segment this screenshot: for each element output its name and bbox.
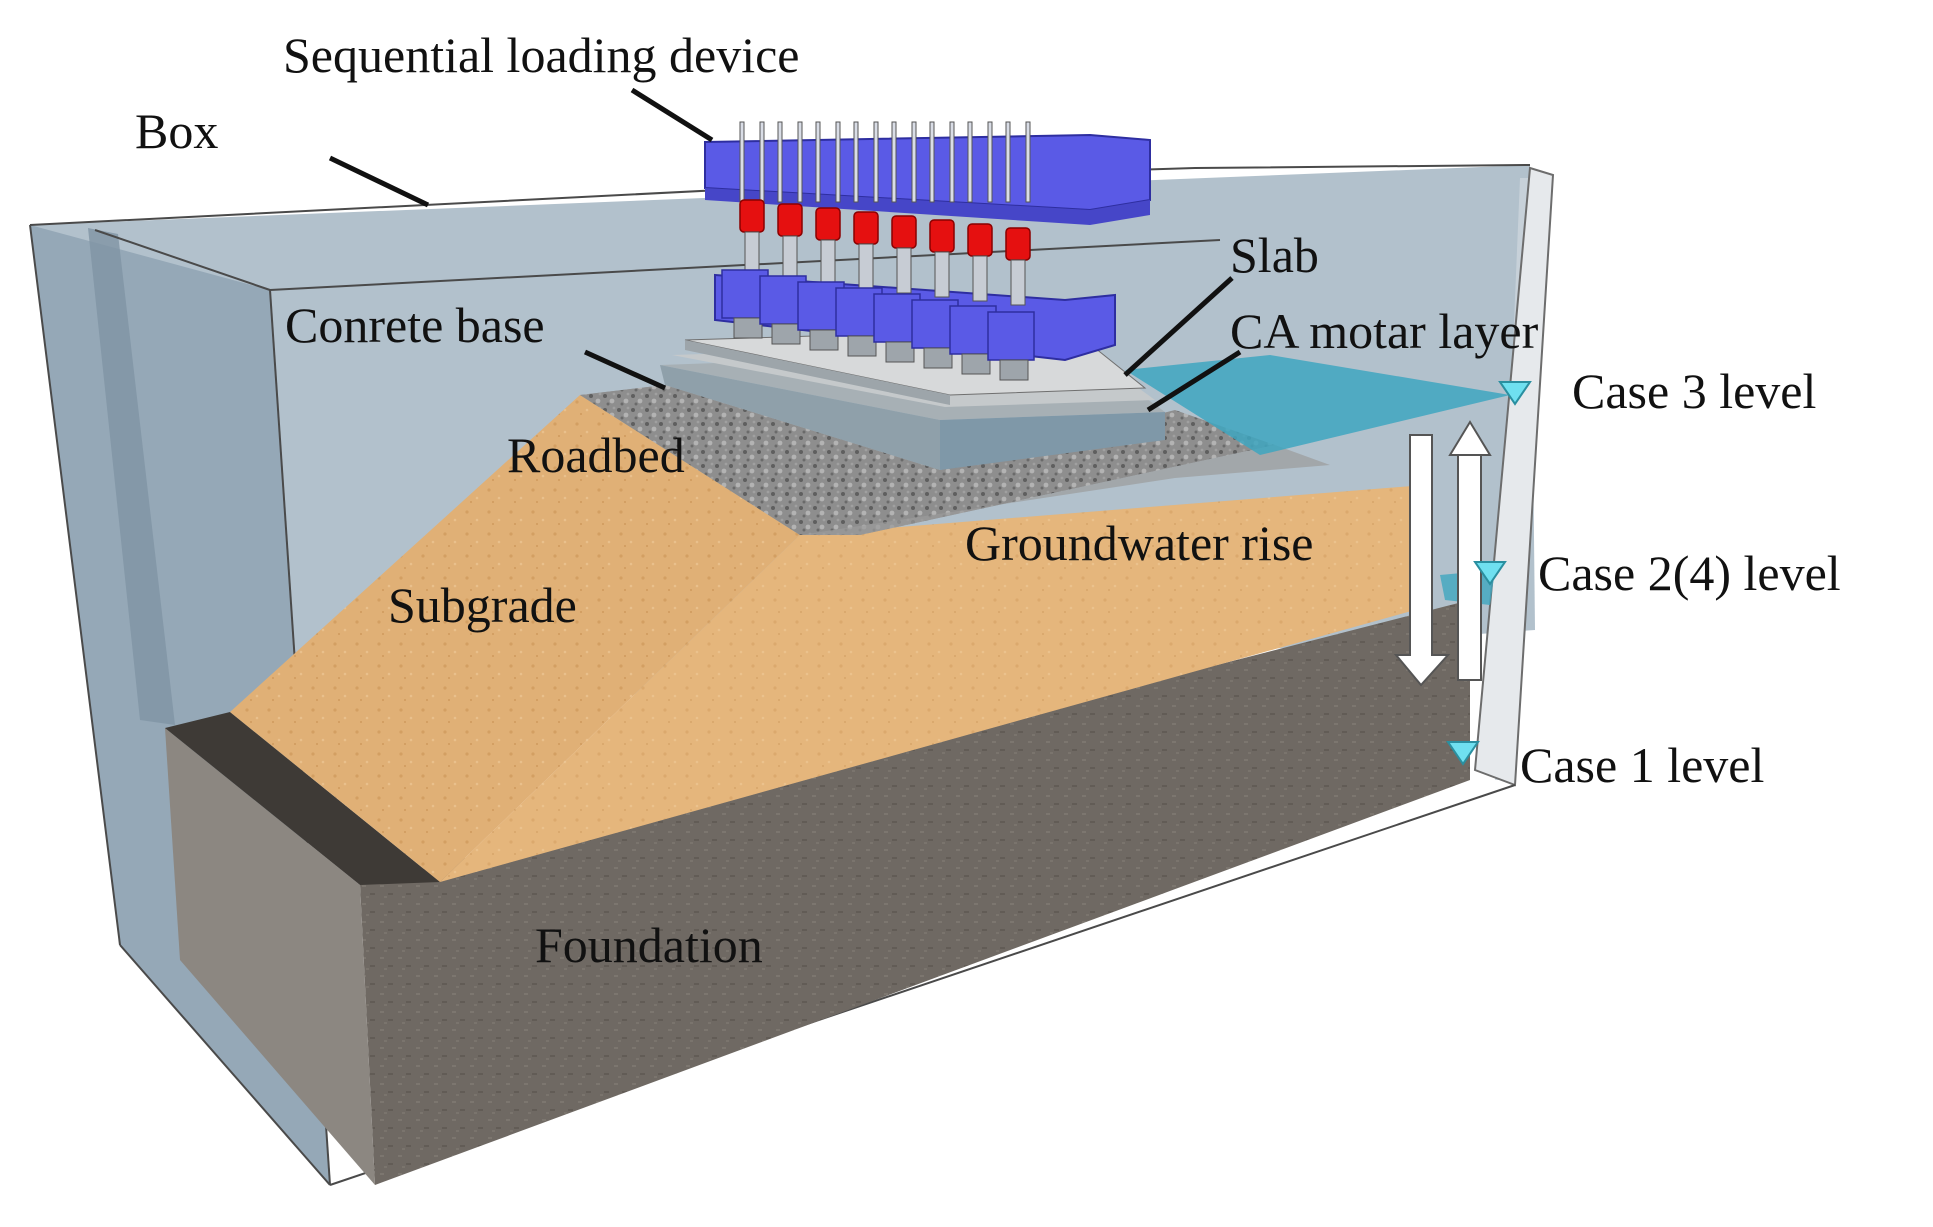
roadbed-side bbox=[580, 385, 940, 535]
label-case2-level: Case 2(4) level bbox=[1538, 545, 1841, 601]
subgrade-front-slope-shade bbox=[440, 485, 1425, 882]
concrete-base-front bbox=[660, 365, 940, 470]
box-top-inner-edge bbox=[94, 229, 271, 291]
label-roadbed: Roadbed bbox=[507, 427, 685, 483]
arrow-down-icon bbox=[1393, 434, 1451, 687]
label-ca-mortar-layer: CA motar layer bbox=[1230, 303, 1539, 359]
sequential-loading-device bbox=[704, 121, 1151, 381]
subgrade-front-slope bbox=[440, 485, 1425, 882]
foundation-front-face bbox=[360, 600, 1470, 1185]
box-left-bottom-edge bbox=[119, 944, 331, 1186]
loader-column bbox=[987, 121, 1035, 381]
label-slab: Slab bbox=[1230, 227, 1319, 283]
leader-box bbox=[328, 155, 430, 208]
label-box: Box bbox=[135, 103, 218, 159]
arrow-up-head-icon bbox=[1448, 420, 1492, 456]
subgrade-left-slope bbox=[230, 395, 800, 882]
roadbed-front-slope bbox=[800, 445, 1330, 535]
groundwater-arrows bbox=[1393, 420, 1492, 687]
box-left-wall-edge bbox=[88, 228, 175, 725]
leader-loading-device bbox=[630, 87, 714, 143]
groundwater-surface bbox=[1125, 355, 1510, 455]
leader-ca-layer bbox=[1146, 349, 1242, 413]
label-case1-level: Case 1 level bbox=[1520, 737, 1764, 793]
label-case3-level: Case 3 level bbox=[1572, 363, 1816, 419]
foundation-left-face bbox=[165, 728, 375, 1185]
box-left-outer-edge bbox=[29, 224, 121, 946]
loader-column bbox=[759, 121, 807, 345]
label-foundation: Foundation bbox=[535, 917, 763, 973]
leader-lines bbox=[328, 87, 1242, 413]
roadbed bbox=[580, 385, 1330, 535]
loader-columns bbox=[721, 121, 1035, 381]
loader-column bbox=[949, 121, 997, 375]
label-subgrade: Subgrade bbox=[388, 577, 577, 633]
foundation bbox=[165, 600, 1470, 1185]
foundation-top-left-strip bbox=[165, 712, 440, 885]
subgrade bbox=[230, 395, 1425, 882]
concrete-base-long-side bbox=[940, 412, 1165, 470]
slab-front bbox=[685, 340, 950, 405]
case3-level-marker-icon bbox=[1498, 381, 1532, 406]
leader-concrete-base bbox=[583, 349, 667, 391]
label-sequential-loading-device: Sequential loading device bbox=[283, 27, 800, 83]
case2-level-marker-icon bbox=[1473, 561, 1507, 586]
label-groundwater-rise: Groundwater rise bbox=[965, 515, 1314, 571]
label-concrete-base: Conrete base bbox=[285, 297, 545, 353]
leader-slab bbox=[1123, 276, 1234, 377]
case1-level-marker-icon bbox=[1446, 741, 1480, 766]
